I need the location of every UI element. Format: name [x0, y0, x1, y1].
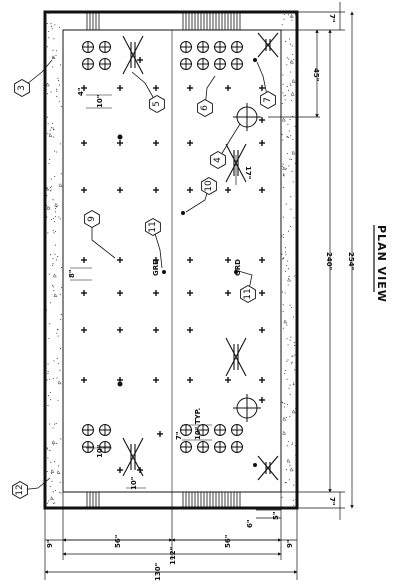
rebar-stubs-top [86, 13, 241, 30]
dim-bottom-offset: 7" [328, 497, 336, 506]
grd-note-1: GRD [152, 259, 160, 276]
right-dimensions [235, 2, 354, 520]
cross-markers [81, 57, 265, 473]
bolt-clusters [82, 41, 243, 453]
dim-left-offset: 9" [46, 539, 54, 548]
callout-tag: 10 [201, 176, 217, 196]
dim-pitch-bottom: 10" [130, 477, 138, 490]
slab-outline [43, 10, 299, 510]
dim-half-right: 56" [224, 535, 232, 548]
dim-spacing-17: 17" [244, 166, 252, 179]
callout-number: 9 [87, 216, 97, 222]
callout-tag: 5 [149, 94, 165, 114]
callout-tag: 11 [145, 217, 161, 237]
callout-tag: 12 [12, 480, 28, 500]
dim-pitch-typ: 10" TYP. [194, 408, 202, 440]
interior-dimensions [70, 94, 212, 489]
bottom-dimensions [44, 492, 298, 580]
dim-small-4: 4" [77, 87, 85, 96]
drawing-title: PLAN VIEW [375, 225, 388, 303]
callout-tag: 6 [197, 98, 213, 118]
callout-tag: 7 [260, 90, 276, 110]
callout-tags: 3 5 6 7 4 10 9 11 11 12 [12, 78, 276, 500]
grd-note-2: GRD [234, 259, 242, 276]
callout-number: 5 [152, 101, 162, 107]
callout-leaders [19, 59, 269, 491]
dim-pitch-top: 10" [96, 95, 104, 108]
dim-inner-length: 240" [325, 252, 333, 270]
dim-right-offset: 9" [286, 539, 294, 548]
callout-tag: 9 [84, 209, 100, 229]
dim-overall-width: 130" [154, 563, 162, 581]
dim-top-offset: 7" [328, 14, 336, 23]
dim-small-8: 8" [68, 269, 76, 278]
callout-number: 11 [148, 221, 158, 232]
callout-number: 12 [15, 484, 25, 495]
dim-half-left: 56" [114, 535, 122, 548]
callout-tag: 11 [240, 284, 256, 304]
dim-edge-5: 5" [272, 511, 280, 520]
callout-number: 10 [204, 180, 214, 192]
callout-number: 4 [213, 157, 223, 163]
dim-pitch-bottom-left: 10" [96, 445, 104, 458]
dim-inner-width: 112" [169, 547, 177, 565]
rebar-stubs-bottom [86, 492, 241, 507]
dim-edge-7: 7" [175, 431, 183, 440]
callout-number: 11 [243, 288, 253, 299]
dim-overall-length: 254" [347, 252, 355, 270]
callout-number: 6 [200, 105, 210, 111]
ground-points [117, 58, 257, 467]
callout-tag: 4 [210, 150, 226, 170]
callout-number: 3 [17, 85, 27, 91]
circular-openings [233, 103, 261, 422]
concrete-hatch [45, 12, 297, 508]
dim-edge-6: 6" [246, 519, 254, 528]
callout-number: 7 [263, 97, 273, 103]
dim-spacing-45: 45" [312, 68, 320, 81]
callout-tag: 3 [14, 78, 30, 98]
